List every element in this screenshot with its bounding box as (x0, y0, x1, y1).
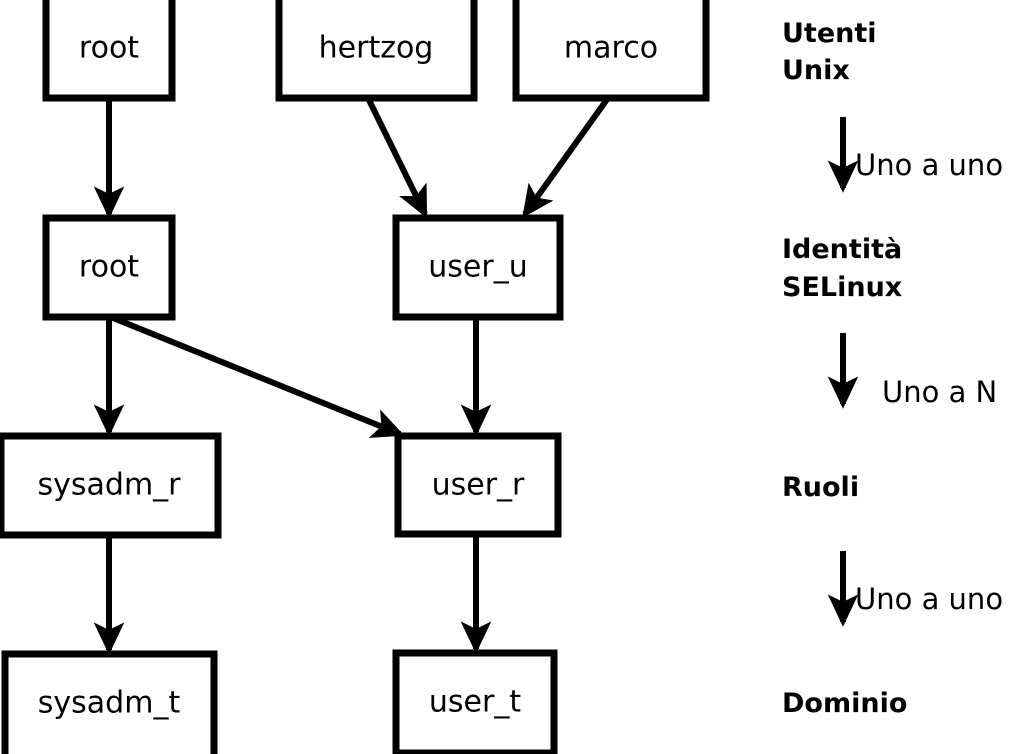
legend-stage-dominio: Dominio (782, 688, 907, 719)
legend-stage-ruoli: Ruoli (782, 472, 859, 503)
node-selinux-user-u[interactable]: user_u (392, 214, 564, 321)
node-box (0, 432, 222, 539)
node-unix-root[interactable]: root (42, 0, 176, 102)
legend-stage-line-1: Dominio (782, 688, 907, 719)
node-box (512, 0, 710, 102)
legend-stage-line-1: Identità (782, 234, 902, 265)
node-label: user_u (428, 250, 527, 285)
legend-stage-line-2: Unix (782, 55, 850, 86)
legend-arrow-label: Uno a uno (855, 582, 1003, 616)
edge-marco-to-user-u (522, 96, 611, 218)
node-label: user_t (429, 685, 521, 720)
node-label: sysadm_t (38, 686, 181, 721)
node-box (392, 214, 564, 321)
node-box (392, 649, 558, 754)
node-label: hertzog (319, 31, 434, 66)
legend-stage-identita-selinux: Identità SELinux (782, 234, 902, 303)
node-role-user-r[interactable]: user_r (394, 432, 562, 538)
node-box (394, 432, 562, 538)
node-box (42, 0, 176, 102)
node-label: user_r (432, 468, 525, 503)
node-label: sysadm_r (38, 468, 182, 503)
node-role-sysadm-r[interactable]: sysadm_r (0, 432, 222, 539)
edge-group (93, 96, 611, 655)
node-box (1, 650, 218, 754)
node-box (275, 0, 478, 102)
legend-arrow-label: Uno a uno (855, 148, 1003, 182)
edge-selinux-root-to-user-r (111, 315, 405, 438)
edge-hertzog-to-user-u (365, 96, 428, 219)
legend-stage-line-1: Ruoli (782, 472, 859, 503)
legend-arrow-uno-a-uno-1: Uno a uno (827, 117, 1003, 193)
legend-arrow-uno-a-n: Uno a N (827, 333, 997, 409)
legend-column: Utenti Unix Uno a uno Identità SELinux U… (782, 18, 1003, 719)
legend-stage-line-1: Utenti (782, 18, 877, 49)
legend-arrow-label: Uno a N (882, 375, 997, 409)
legend-arrow-uno-a-uno-2: Uno a uno (827, 551, 1003, 627)
node-unix-marco[interactable]: marco (512, 0, 710, 102)
node-domain-sysadm-t[interactable]: sysadm_t (1, 650, 218, 754)
node-label: root (79, 250, 139, 285)
node-selinux-root[interactable]: root (42, 214, 176, 321)
node-label: root (79, 31, 139, 66)
node-unix-hertzog[interactable]: hertzog (275, 0, 478, 102)
node-label: marco (564, 31, 658, 66)
legend-stage-utenti-unix: Utenti Unix (782, 18, 877, 86)
node-box (42, 214, 176, 321)
legend-stage-line-2: SELinux (782, 272, 902, 303)
node-domain-user-t[interactable]: user_t (392, 649, 558, 754)
